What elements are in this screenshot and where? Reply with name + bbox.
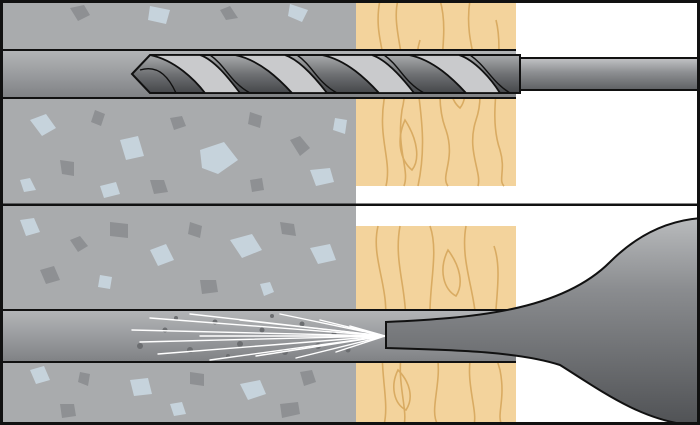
concrete-block-top xyxy=(0,0,356,204)
air-blast-streaks xyxy=(131,313,386,361)
concrete-aggregate-top xyxy=(20,4,347,198)
blow-out-pump xyxy=(385,217,700,425)
panel-blow-out xyxy=(0,206,700,425)
drill-shank xyxy=(519,57,700,91)
twist-drill-bit xyxy=(130,54,700,94)
concrete-aggregate-bottom xyxy=(20,218,336,418)
panel-drilling xyxy=(0,0,700,204)
